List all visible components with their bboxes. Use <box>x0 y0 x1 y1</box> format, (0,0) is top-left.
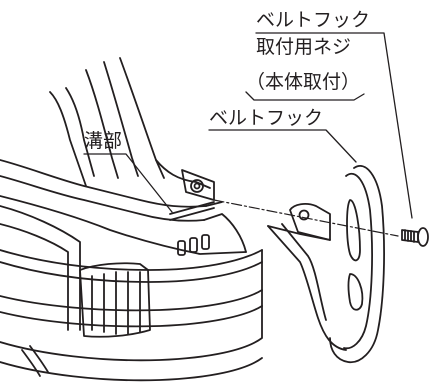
groove-label: 溝部 <box>84 130 123 152</box>
hook-label-underline <box>208 129 357 163</box>
screw-label-line-2: 取付用ネジ <box>256 36 352 58</box>
mounting-boss <box>181 169 215 201</box>
screw-mounting-note: （本体取付） <box>246 71 361 93</box>
screw-label-underline <box>255 32 413 219</box>
groove-label-leader <box>83 153 173 213</box>
screw-note-bracket <box>245 91 365 101</box>
screw <box>401 227 429 247</box>
assembly-axis <box>213 199 399 237</box>
screw-label-line-1: ベルトフック <box>256 9 371 31</box>
belt-hook <box>267 165 385 364</box>
groove <box>169 201 215 221</box>
belt-hook-label: ベルトフック <box>209 107 324 129</box>
tool-body <box>0 57 263 382</box>
